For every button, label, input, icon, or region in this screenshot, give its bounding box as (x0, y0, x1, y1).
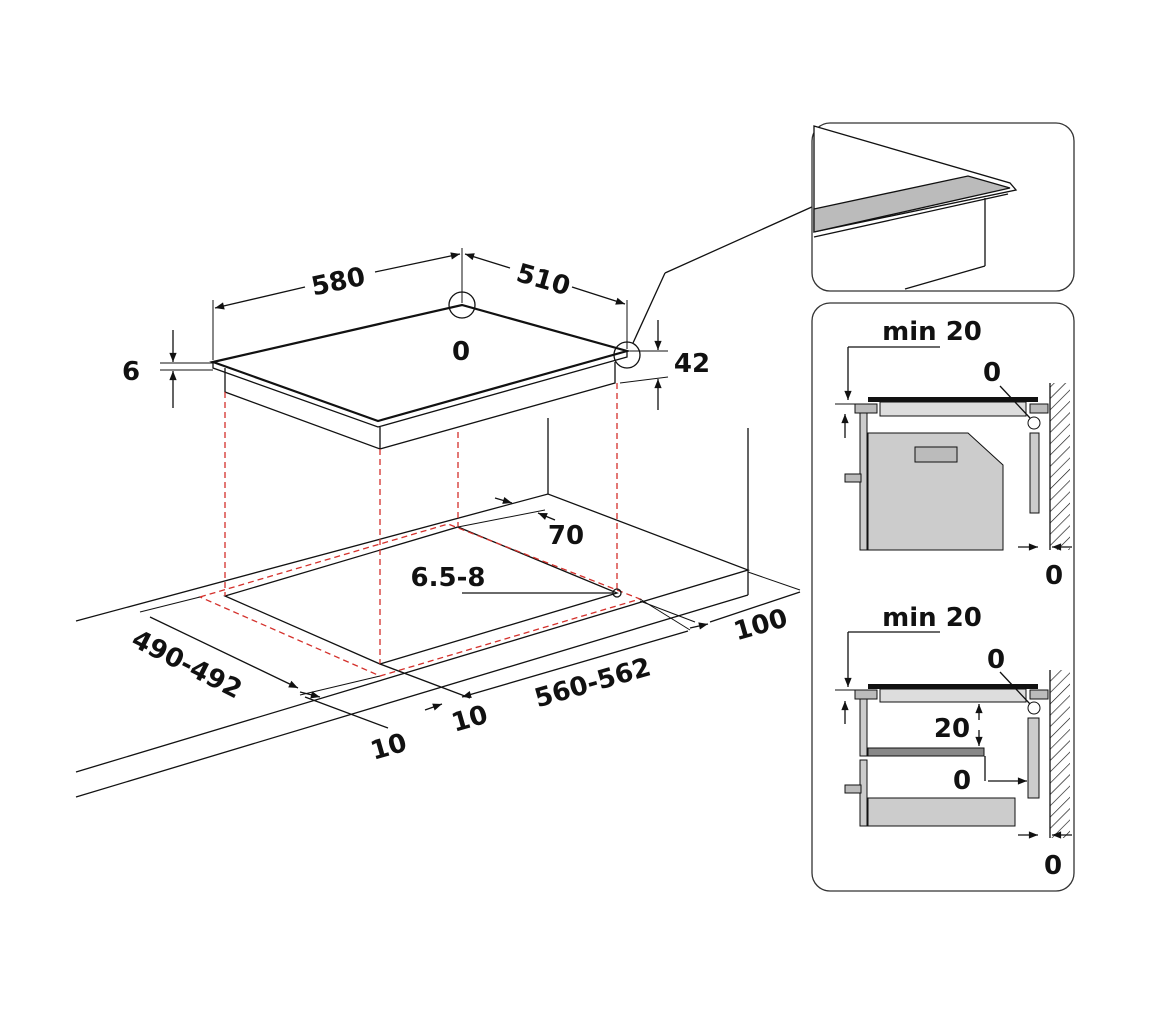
main-dimension-labels: 580 510 0 6 42 70 6.5-8 100 490-492 560-… (122, 258, 791, 766)
corner-gap-label: 0 (452, 337, 470, 367)
detail-panel-sections: min 20 0 0 (811, 302, 1075, 892)
worktop (75, 418, 751, 798)
cutout-depth-label: 490-492 (127, 624, 247, 705)
worktop-front-lower (75, 594, 749, 798)
detail-panel-edge (811, 122, 1075, 292)
cutout-width-label: 560-562 (531, 652, 654, 714)
screw-label: 6.5-8 (411, 563, 486, 593)
drawer-side-label: 0 (953, 766, 971, 796)
hob-isometric (209, 303, 632, 450)
corner-detail-circle (448, 291, 476, 319)
hob-body (224, 362, 616, 450)
section-drawer: min 20 0 20 0 0 (835, 603, 1072, 881)
oven-min-label: min 20 (882, 317, 982, 347)
main-dimension-lines (139, 205, 815, 729)
edge-detail-circle (613, 341, 641, 369)
hob-glass-edge (212, 351, 628, 428)
oven-corner-label: 0 (983, 358, 1001, 388)
section-oven: min 20 0 0 (835, 317, 1072, 591)
front-edge-right-label: 10 (448, 700, 491, 739)
drawer-gap-label: 20 (934, 714, 970, 744)
hob-height-label: 42 (674, 349, 710, 379)
depth-label: 510 (513, 258, 573, 302)
drawer-min-label: min 20 (882, 603, 982, 633)
width-label: 580 (309, 262, 368, 303)
wall-clearance-label: 100 (731, 603, 791, 647)
front-edge-left-label: 10 (367, 728, 410, 767)
drawer-wall-label: 0 (1044, 851, 1062, 881)
hob-top-plate (209, 303, 632, 423)
worktop-top-surface (75, 493, 751, 773)
glass-thickness-label: 6 (122, 357, 140, 387)
back-clearance-label: 70 (548, 521, 584, 551)
drawer-corner-label: 0 (987, 645, 1005, 675)
oven-wall-label: 0 (1045, 561, 1063, 591)
